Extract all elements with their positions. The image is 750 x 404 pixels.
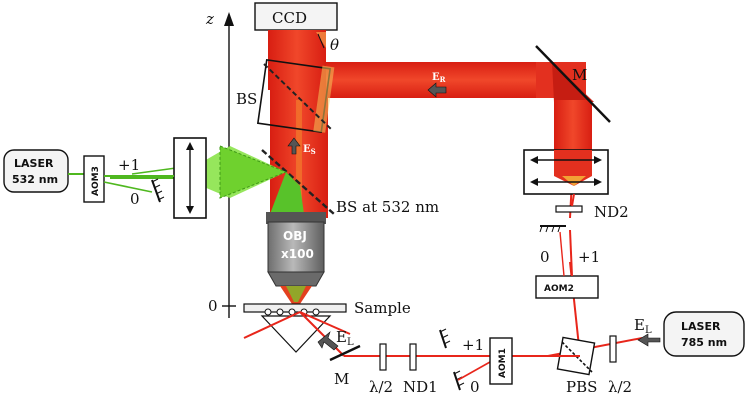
beam-block-aom2	[539, 225, 566, 233]
z-axis-label: z	[205, 10, 214, 28]
el-right-label: EL	[634, 316, 652, 336]
half-wave-right: λ/2	[608, 335, 632, 396]
dichroic-bs-532: BS at 532 nm	[261, 149, 439, 216]
beam-block-aom1	[439, 328, 491, 391]
aom2-zero: 0	[540, 248, 550, 266]
objective: OBJ x100	[266, 212, 326, 287]
aom1-label: AOM1	[498, 348, 508, 378]
mirror-top-label: M	[572, 66, 587, 84]
mirror-top: M	[535, 45, 611, 123]
laser-532: LASER 532 nm	[3, 149, 69, 193]
laser785-line1: LASER	[681, 320, 721, 333]
pbs: PBS	[548, 336, 597, 396]
aom1: AOM1	[489, 337, 513, 385]
reference-beam	[326, 62, 594, 102]
aom2-plus1: +1	[578, 248, 600, 266]
theta-label: θ	[330, 36, 339, 54]
lens-reference	[523, 149, 609, 195]
nd1: ND1	[403, 343, 438, 396]
es-label: ES	[303, 144, 316, 156]
sample-label: Sample	[354, 299, 411, 317]
reference-beam-down	[554, 100, 592, 150]
mirror-bottom-label: M	[334, 370, 349, 388]
el-right-arrow: EL	[634, 316, 661, 347]
laser532-line2: 532 nm	[12, 173, 58, 186]
aom3-zero: 0	[130, 190, 140, 208]
aom3: AOM3	[83, 155, 105, 203]
pbs-label: PBS	[566, 378, 597, 396]
nd1-label: ND1	[403, 378, 438, 396]
er-arrow: ER	[427, 72, 447, 98]
mirror-bottom: M	[329, 344, 361, 388]
aom2: AOM2	[535, 275, 599, 299]
half-wave-right-label: λ/2	[608, 378, 632, 396]
ccd-camera: CCD	[254, 2, 338, 31]
half-wave-left-label: λ/2	[369, 378, 393, 396]
el-left-arrow: EL	[317, 328, 354, 351]
er-label: ER	[432, 72, 446, 84]
el-left-label: EL	[336, 328, 354, 348]
aom3-plus1: +1	[118, 156, 140, 174]
objective-line1: OBJ	[283, 229, 307, 243]
aom2-label: AOM2	[544, 284, 574, 294]
objective-line2: x100	[281, 247, 314, 261]
es-arrow: ES	[287, 137, 316, 156]
beam-block-aom3	[151, 178, 165, 203]
aom1-zero: 0	[470, 378, 480, 396]
half-wave-left: λ/2	[369, 343, 393, 396]
laser-785: LASER 785 nm	[663, 311, 745, 357]
nd2: ND2	[555, 203, 629, 221]
beam-to-ccd	[268, 30, 326, 90]
laser785-line2: 785 nm	[681, 336, 727, 349]
aom3-label: AOM3	[91, 166, 101, 196]
aom1-plus1: +1	[462, 336, 484, 354]
lens-green	[173, 137, 207, 219]
nd2-label: ND2	[594, 203, 629, 221]
bs532-label: BS at 532 nm	[336, 198, 439, 216]
z-axis-zero-label: 0	[208, 297, 218, 315]
ccd-label: CCD	[272, 9, 307, 27]
bs-label: BS	[236, 90, 257, 108]
laser532-line1: LASER	[14, 157, 54, 170]
beam-splitter: BS	[236, 58, 335, 134]
